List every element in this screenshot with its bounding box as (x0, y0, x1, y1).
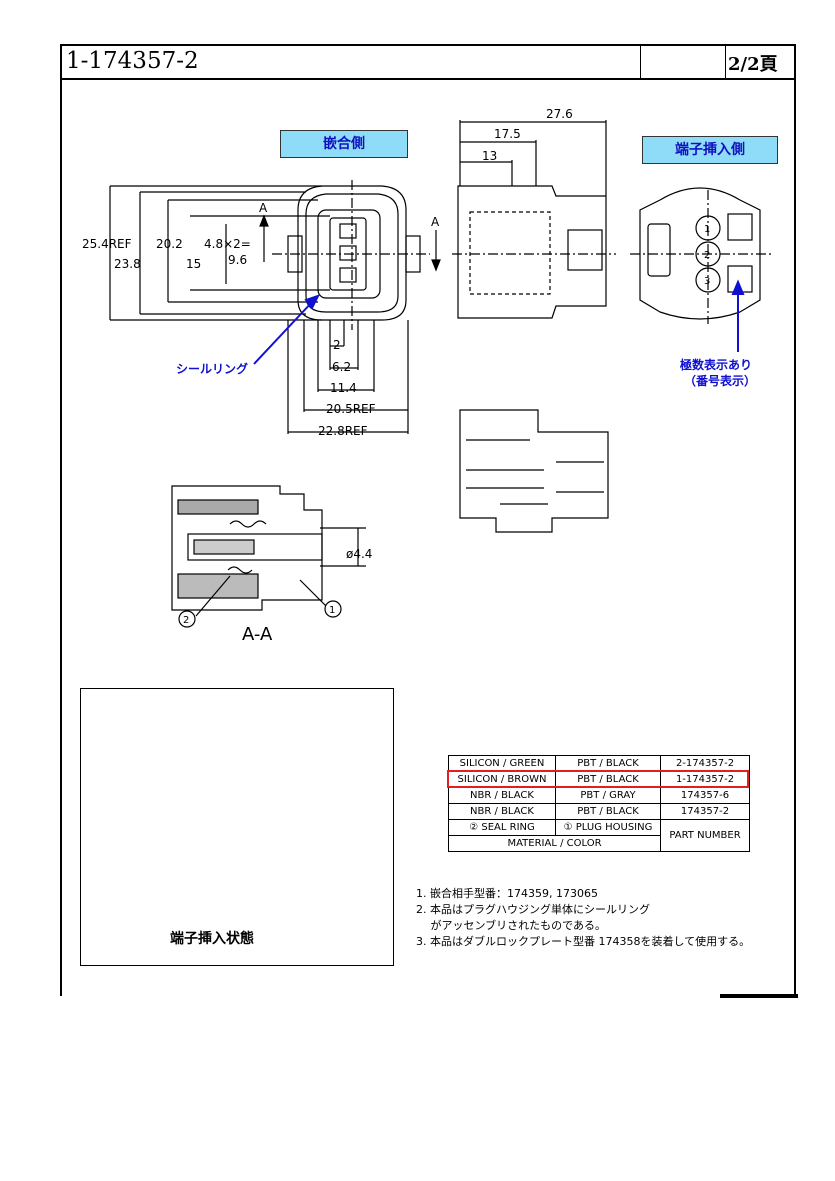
note-1: 1. 嵌合相手型番：174359, 173065 (416, 887, 598, 900)
note-2-cont: がアッセンブリされたものである。 (416, 919, 607, 932)
mating-view-outline (297, 185, 407, 321)
section-mark-a-right: A (431, 215, 440, 229)
terminal-view-outline (639, 187, 761, 320)
side-view-outline (457, 185, 607, 319)
note-3: 3. 本品はダブルロックプレート型番 174358を装着して使用する。 (416, 935, 751, 948)
page-number: 2/2頁 (728, 54, 778, 75)
table-row: SILICON / BROWN PBT / BLACK 1-174357-2 (448, 771, 750, 788)
note-2: 2. 本品はプラグハウジング単体にシールリング (416, 903, 650, 916)
dim-2: 2 (333, 338, 341, 352)
pin-1-label: 1 (704, 224, 710, 235)
header-part-number: PART NUMBER (660, 819, 750, 852)
callout-1: 1 (329, 605, 335, 616)
table-row: NBR / BLACK PBT / BLACK 174357-2 (448, 803, 750, 820)
pin-3-label: 3 (704, 276, 710, 287)
title-block: 1-174357-2 2/2頁 (62, 46, 794, 80)
polarity-note: 極数表示あり (680, 358, 753, 372)
header-seal-ring: ② SEAL RING (448, 819, 556, 836)
section-label: A-A (242, 624, 273, 645)
section-mark-a-left: A (259, 201, 268, 215)
dim-20-5ref: 20.5REF (326, 402, 376, 416)
sheet-bottom-bar (720, 994, 798, 998)
dim-15: 15 (186, 257, 201, 271)
drawing-sheet: 1-174357-2 2/2頁 (60, 44, 796, 996)
dim-13: 13 (482, 149, 497, 163)
header-plug-housing: ① PLUG HOUSING (555, 819, 661, 836)
dim-22-8ref: 22.8REF (318, 424, 368, 438)
table-row: NBR / BLACK PBT / GRAY 174357-6 (448, 787, 750, 804)
terminal-inserted-illustration (80, 688, 394, 966)
highlight-row-box (447, 770, 749, 788)
dim-27-6: 27.6 (546, 107, 573, 121)
table-header-row: ② SEAL RING ① PLUG HOUSING PART NUMBER (448, 819, 750, 852)
seal-ring-note: シールリング (176, 362, 249, 376)
bottom-view-outline (459, 409, 609, 533)
dim-20-2: 20.2 (156, 237, 183, 251)
photo-caption: 端子挿入状態 (170, 931, 254, 947)
dim-dia-4-4: ø4.4 (346, 547, 372, 561)
section-view-outline (171, 485, 323, 611)
title-block-cell (640, 46, 726, 78)
polarity-note-2: （番号表示） (684, 374, 757, 388)
table-header-row: MATERIAL / COLOR (448, 835, 750, 852)
dim-23-8: 23.8 (114, 257, 141, 271)
pin-2-label: 2 (704, 250, 710, 261)
dim-9-6: 9.6 (228, 253, 247, 267)
terminal-side-label: 端子挿入側 (642, 136, 778, 164)
dim-11-4: 11.4 (330, 381, 357, 395)
part-number-title: 1-174357-2 (66, 48, 199, 74)
callout-2: 2 (183, 615, 189, 626)
notes-block: 1. 嵌合相手型番：174359, 173065 2. 本品はプラグハウジング単… (416, 886, 750, 950)
dim-6-2: 6.2 (332, 360, 351, 374)
dim-4-8x2: 4.8×2= (204, 237, 251, 251)
header-material-color: MATERIAL / COLOR (448, 835, 661, 852)
dim-25-4ref: 25.4REF (82, 237, 132, 251)
material-table: SILICON / GREEN PBT / BLACK 2-174357-2 S… (448, 755, 750, 852)
dim-17-5: 17.5 (494, 127, 521, 141)
mating-side-label: 嵌合側 (280, 130, 408, 158)
